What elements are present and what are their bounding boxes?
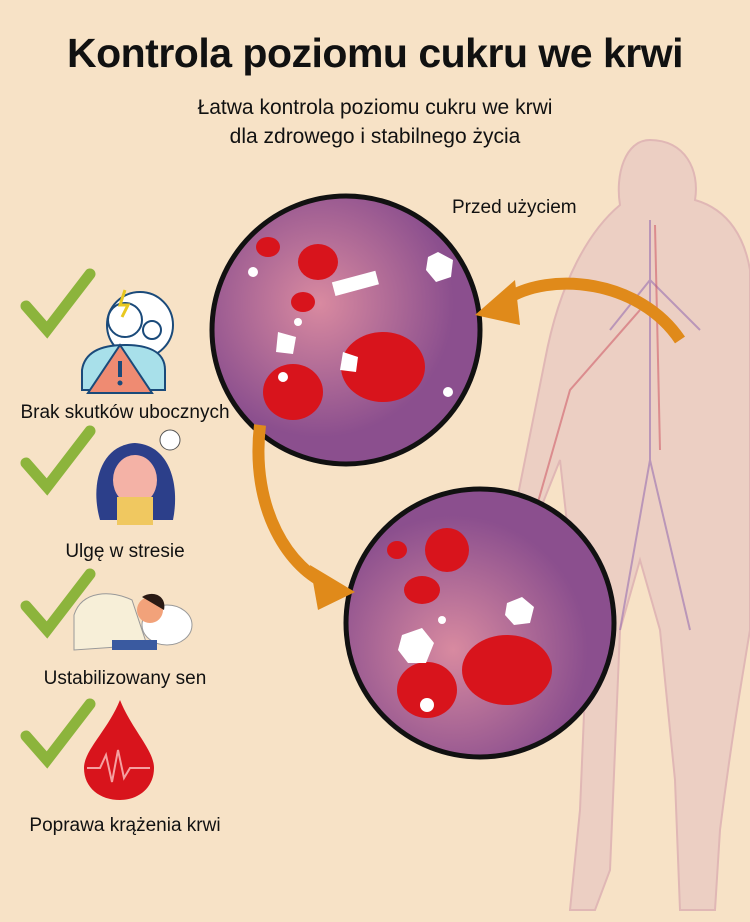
subtitle-line-1: Łatwa kontrola poziomu cukru we krwi [197,96,553,119]
before-use-label: Przed użyciem [452,197,577,218]
check-icon [20,268,96,339]
human-body-illustration [503,138,750,911]
blood-vessel-before-magnified [209,193,483,467]
arrow-body-to-before-icon [475,277,685,344]
benefit-label-stable-sleep: Ustabilizowany sen [43,668,207,689]
blood-vessel-after-magnified [343,486,617,760]
stressed-woman-icon [96,429,181,525]
sleeping-person-icon [73,593,193,651]
benefit-label-no-side-effects: Brak skutków ubocznych [20,402,230,423]
subtitle-line-2: dla zdrowego i stabilnego życia [229,125,521,148]
check-icon [20,568,96,639]
side-effects-person-icon [81,289,174,394]
blood-drop-heartbeat-icon [84,700,154,800]
benefit-label-blood-circulation: Poprawa krążenia krwi [29,815,221,836]
arrow-before-to-after-icon [252,424,355,610]
check-icon [20,698,96,769]
check-icon [20,425,96,496]
benefit-label-stress-relief: Ulgę w stresie [65,541,185,562]
page-title: Kontrola poziomu cukru we krwi [66,30,684,76]
